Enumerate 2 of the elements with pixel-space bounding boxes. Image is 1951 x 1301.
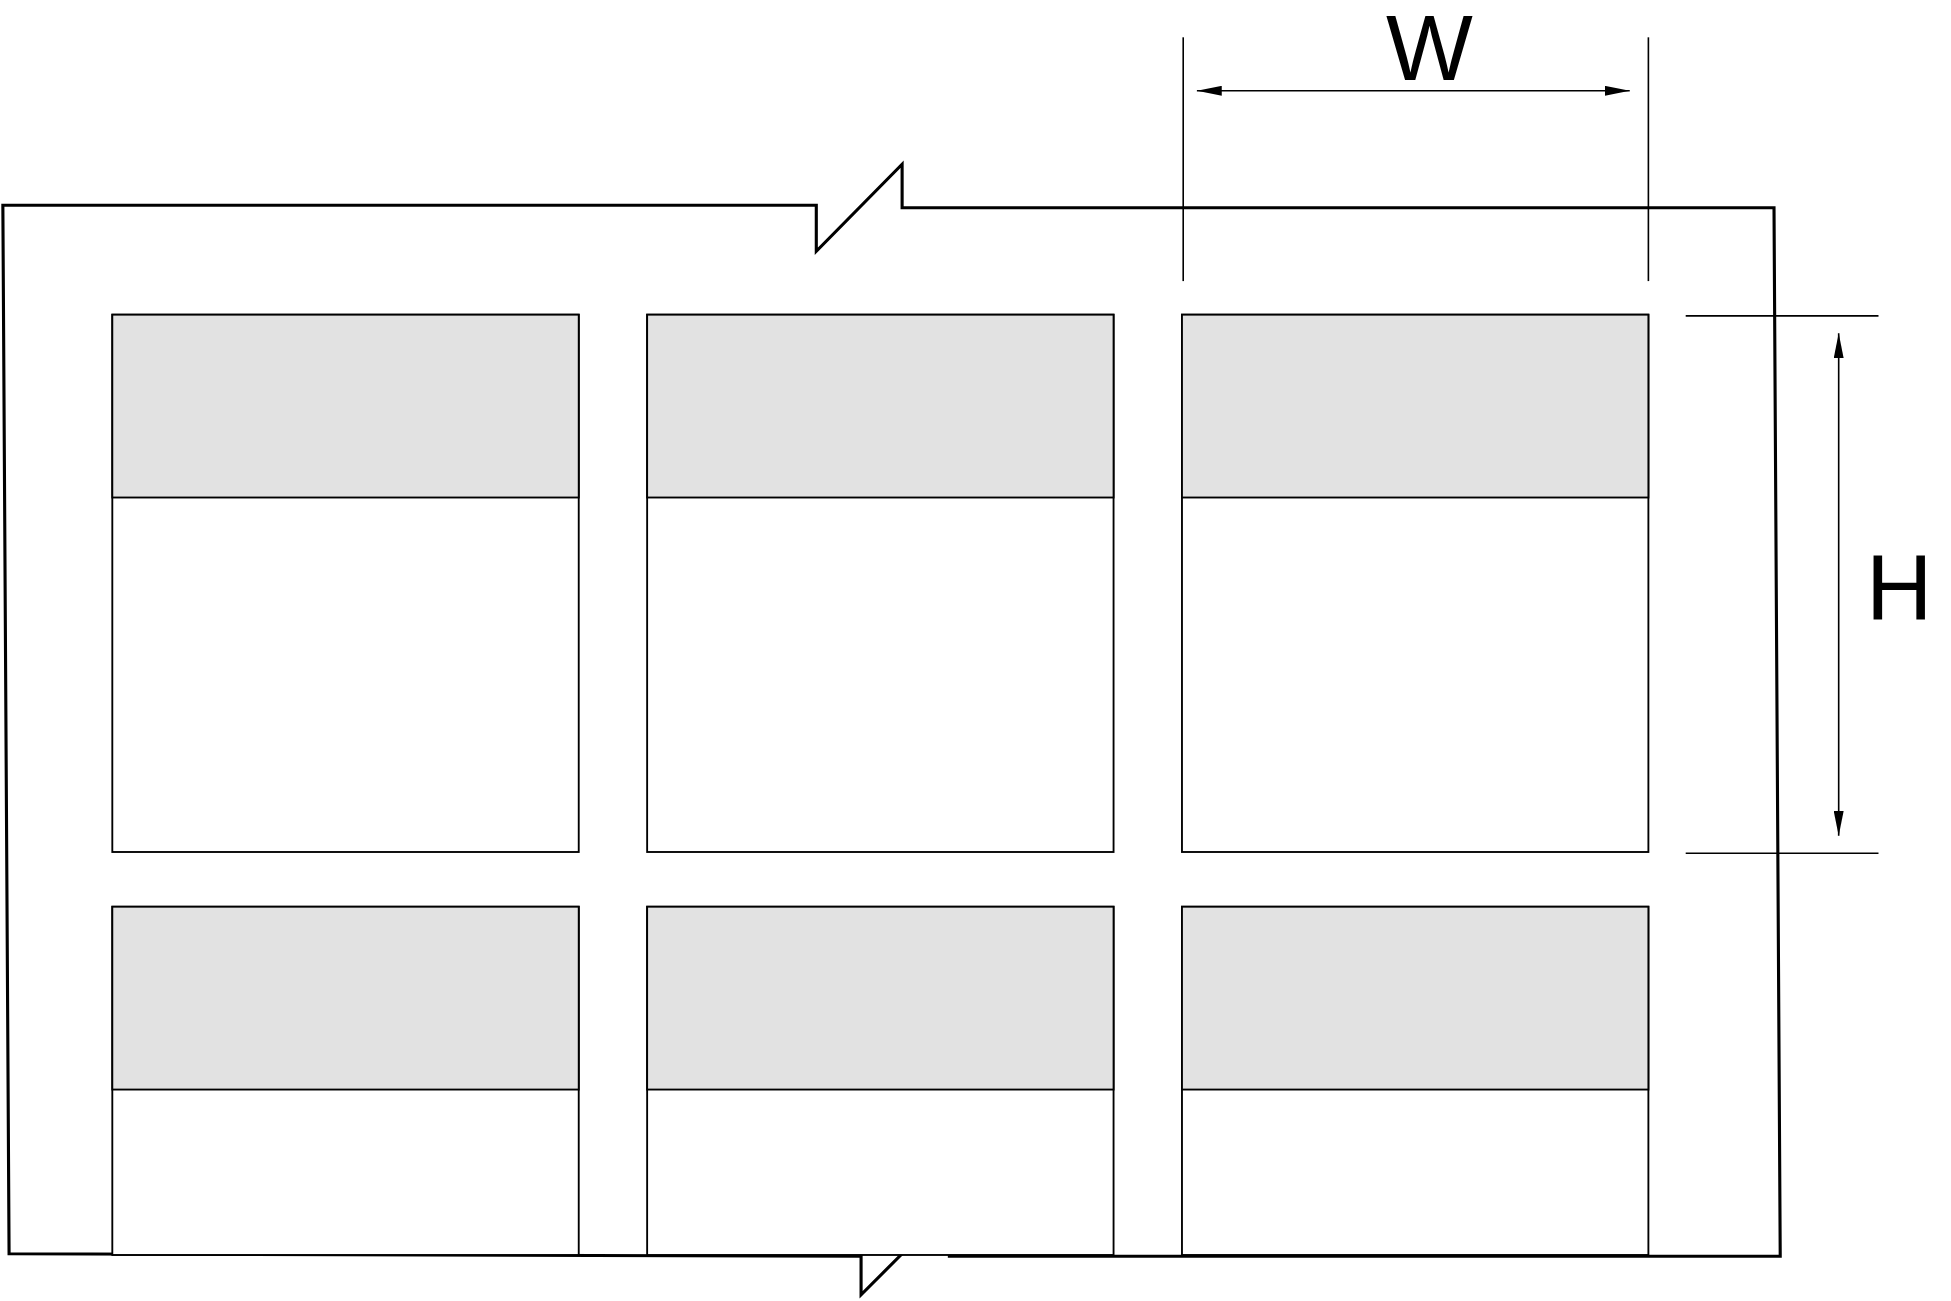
dimension-label: W xyxy=(1386,2,1473,94)
dimension-label: H xyxy=(1866,542,1933,634)
